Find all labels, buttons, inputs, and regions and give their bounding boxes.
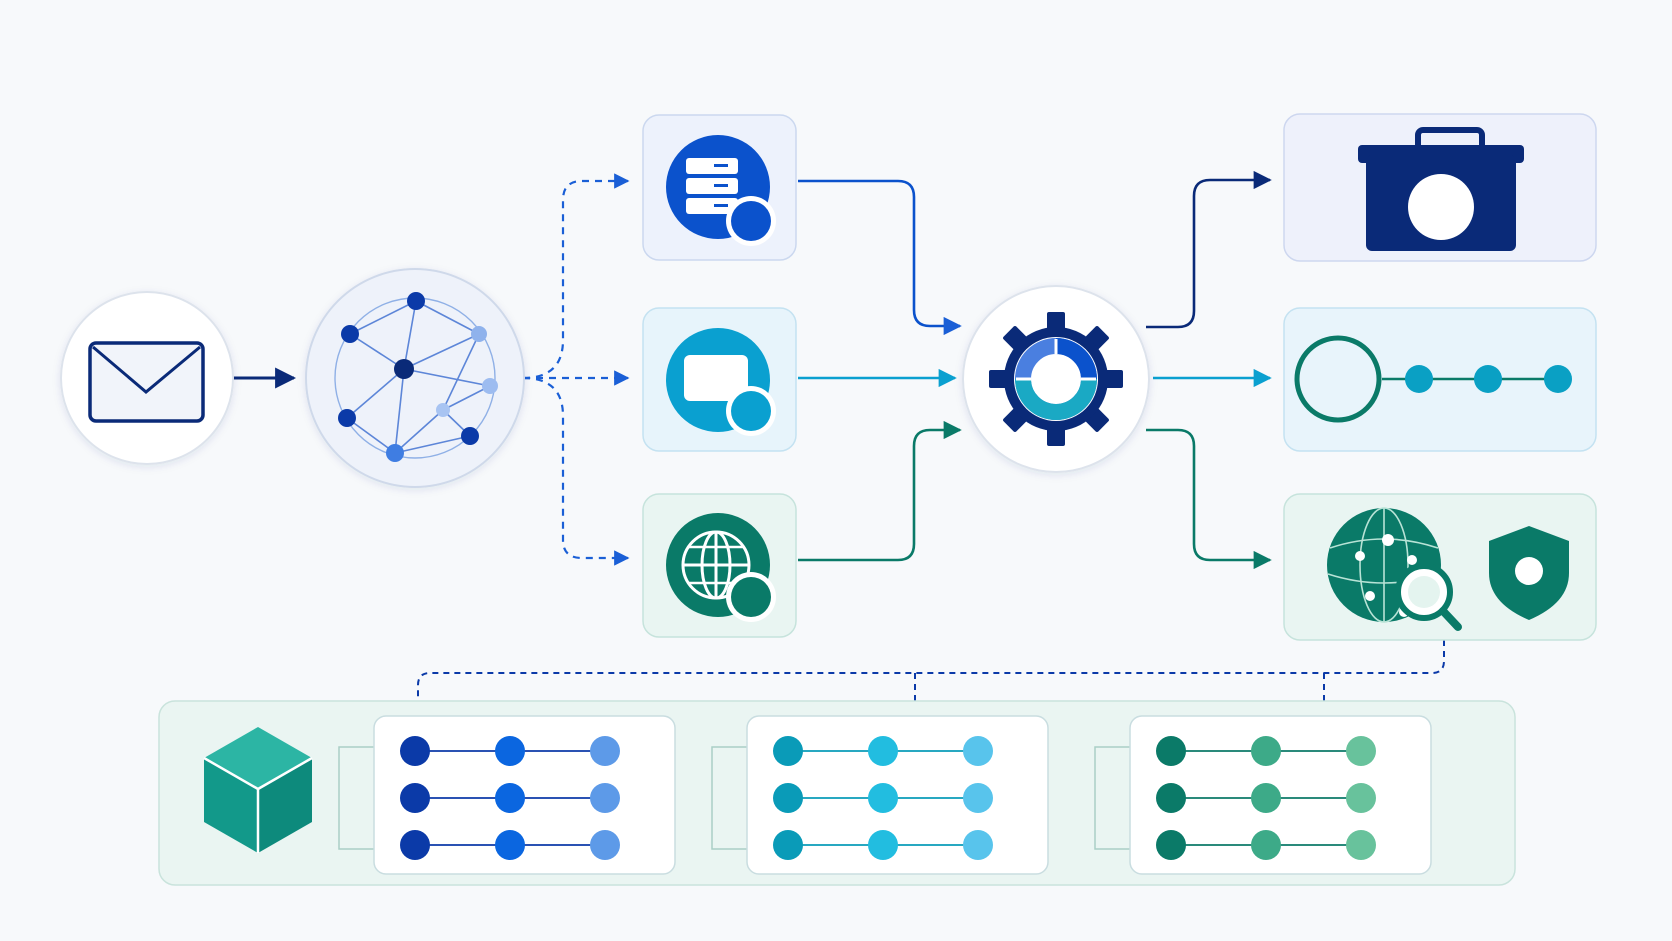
storage-group-1[interactable]: [338, 715, 676, 875]
storage-dot: [590, 736, 620, 766]
storage-dot: [400, 736, 430, 766]
storage-group-bracket: [338, 746, 374, 850]
source-card-screen[interactable]: [642, 307, 797, 452]
storage-group-bracket: [1094, 746, 1130, 850]
output-card-camera[interactable]: [1283, 113, 1597, 262]
storage-dot: [963, 783, 993, 813]
arrow-gear-to-globe-search: [1146, 428, 1272, 570]
gear-icon: [989, 312, 1123, 446]
network-graph-icon: [334, 292, 498, 462]
processor-node[interactable]: [962, 285, 1150, 473]
storage-row: [1156, 736, 1376, 766]
storage-row: [400, 736, 620, 766]
storage-dot: [1346, 783, 1376, 813]
storage-row: [1156, 830, 1376, 860]
storage-dot: [1156, 830, 1186, 860]
storage-dot: [400, 783, 430, 813]
storage-dot: [773, 783, 803, 813]
storage-row: [773, 830, 993, 860]
shield-icon: [1489, 526, 1569, 620]
storage-row: [400, 783, 620, 813]
cube-icon: [203, 727, 313, 853]
storage-groups: [338, 715, 1432, 875]
storage-row: [773, 736, 993, 766]
storage-row: [773, 783, 993, 813]
storage-dot: [773, 830, 803, 860]
storage-dot: [773, 736, 803, 766]
screen-icon: [666, 328, 776, 436]
storage-dot: [1156, 736, 1186, 766]
dashed-arrow-to-server: [522, 173, 630, 380]
globe-icon: [666, 513, 776, 622]
source-card-server[interactable]: [642, 114, 797, 261]
storage-dot: [1251, 830, 1281, 860]
network-node[interactable]: [305, 268, 525, 488]
storage-dot: [1346, 830, 1376, 860]
storage-group-bracket: [711, 746, 747, 850]
storage-group-3[interactable]: [1094, 715, 1432, 875]
dashed-arrow-to-globe: [522, 376, 630, 566]
storage-dot: [1251, 736, 1281, 766]
arrow-gear-to-camera: [1146, 170, 1272, 329]
input-node[interactable]: [60, 291, 234, 465]
storage-dot: [868, 736, 898, 766]
storage-dot: [1251, 783, 1281, 813]
storage-dot: [1156, 783, 1186, 813]
envelope-icon: [88, 341, 205, 423]
source-card-globe[interactable]: [642, 493, 797, 638]
dashed-link-output-to-storage: [417, 640, 1445, 716]
globe-search-icon: [1327, 507, 1462, 631]
storage-panel: [158, 700, 1516, 886]
storage-dot: [495, 830, 525, 860]
storage-dot: [963, 830, 993, 860]
storage-dot: [400, 830, 430, 860]
output-card-globe-search[interactable]: [1283, 493, 1597, 641]
pipeline-icon: [1294, 335, 1572, 423]
output-card-pipeline[interactable]: [1283, 307, 1597, 452]
storage-dot: [1346, 736, 1376, 766]
camera-icon: [1358, 127, 1524, 251]
storage-row: [400, 830, 620, 860]
storage-row: [1156, 783, 1376, 813]
storage-dot: [495, 783, 525, 813]
storage-dot: [590, 783, 620, 813]
storage-dot: [495, 736, 525, 766]
storage-dot: [868, 830, 898, 860]
arrow-server-to-gear: [798, 179, 962, 336]
storage-dot: [590, 830, 620, 860]
storage-group-2[interactable]: [711, 715, 1049, 875]
storage-dot: [868, 783, 898, 813]
arrow-globe-to-gear: [798, 420, 962, 562]
server-icon: [666, 135, 776, 246]
storage-dot: [963, 736, 993, 766]
